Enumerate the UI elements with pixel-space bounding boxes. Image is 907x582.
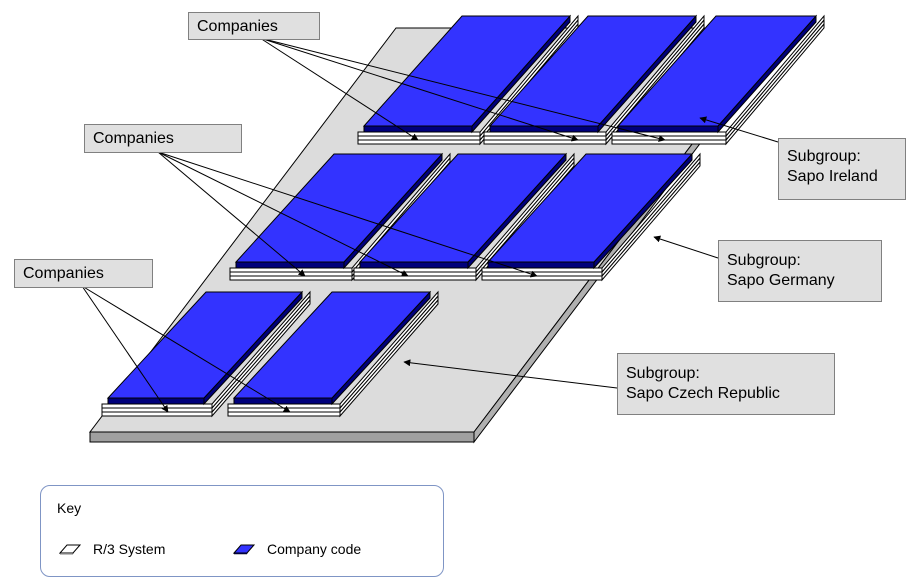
legend-item-company-code: Company code [233,541,361,557]
company-code-top [234,153,444,263]
r3-system-plate-side [479,14,579,138]
company-code-front [359,261,469,269]
blue-parallelogram-icon [233,544,255,555]
r3-system-plate-front [229,271,353,277]
companies-label-text: Companies [23,265,104,282]
company-code-top [488,15,698,127]
r3-system-plate-front [229,275,353,281]
subgroup-czech-line1: Subgroup: [626,365,700,382]
r3-system-plate-front [101,403,213,409]
legend-title: Key [57,500,82,516]
r3-system-plate-side [211,290,311,410]
companies-label-middle: Companies [84,124,242,153]
subgroup-arrows [403,116,779,389]
r3-system-plate-front [227,411,341,417]
subgroup-czech-label: Subgroup: Sapo Czech Republic [617,353,835,415]
r3-system-plate-front [353,267,477,273]
r3-system-plate-front [481,271,603,277]
r3-system-plate-front [353,271,477,277]
legend-label-company-code: Company code [267,541,362,557]
subgroup-ireland-line1: Subgroup: [787,148,861,165]
r3-system-plate-front [357,131,481,137]
r3-system-plate-front [611,139,727,145]
r3-system-plate-front [611,131,727,137]
companies-label-text: Companies [93,130,174,147]
r3-system-plate-side [339,290,439,410]
subgroup-germany-label: Subgroup: Sapo Germany [718,240,882,302]
company-code-front [107,397,205,405]
r3-system-plate-front [483,131,607,137]
legend-item-r3-system: R/3 System [59,541,165,557]
company-code-tiles [101,14,825,418]
subgroup-ireland-line2: Sapo Ireland [787,168,878,185]
company-code-front [363,125,473,133]
company-code-front [233,397,333,405]
r3-system-plate-front [483,139,607,145]
r3-system-plate-front [483,135,607,141]
r3-system-plate-side [351,152,451,274]
subgroup-germany-line2: Sapo Germany [727,272,835,289]
companies-arrows-bottom [81,285,291,413]
company-code-top [232,291,432,399]
companies-label-bottom: Companies [14,259,153,288]
company-code-top [362,15,572,127]
r3-system-plate-side [601,152,701,274]
r3-system-plate-front [481,267,603,273]
r3-system-plate-front [357,135,481,141]
r3-system-plate-side [605,14,705,138]
r3-system-plate-side [725,14,825,138]
parallelogram-outline-icon [59,544,81,555]
companies-label-text: Companies [197,18,278,35]
r3-system-plate-front [481,275,603,281]
r3-system-plate-front [227,403,341,409]
company-code-top [486,153,694,263]
companies-arrows-top [259,37,666,142]
company-code-front [617,125,719,133]
r3-system-plate-front [101,407,213,413]
legend-key: Key R/3 System Company code [40,485,444,577]
r3-system-plate-front [357,139,481,145]
subgroup-germany-line1: Subgroup: [727,252,801,269]
r3-system-plate-front [611,135,727,141]
subgroup-ireland-label: Subgroup: Sapo Ireland [778,138,906,200]
subgroup-czech-line2: Sapo Czech Republic [626,385,780,402]
companies-arrows-middle [157,151,538,278]
company-code-top [616,15,818,127]
r3-system-plate-front [101,411,213,417]
r3-system-plate-side [475,152,575,274]
r3-system-plate-front [353,275,477,281]
legend-label-r3-system: R/3 System [93,541,166,557]
r3-system-plate-front [229,267,353,273]
company-code-top [106,291,304,399]
companies-label-top: Companies [188,12,320,40]
